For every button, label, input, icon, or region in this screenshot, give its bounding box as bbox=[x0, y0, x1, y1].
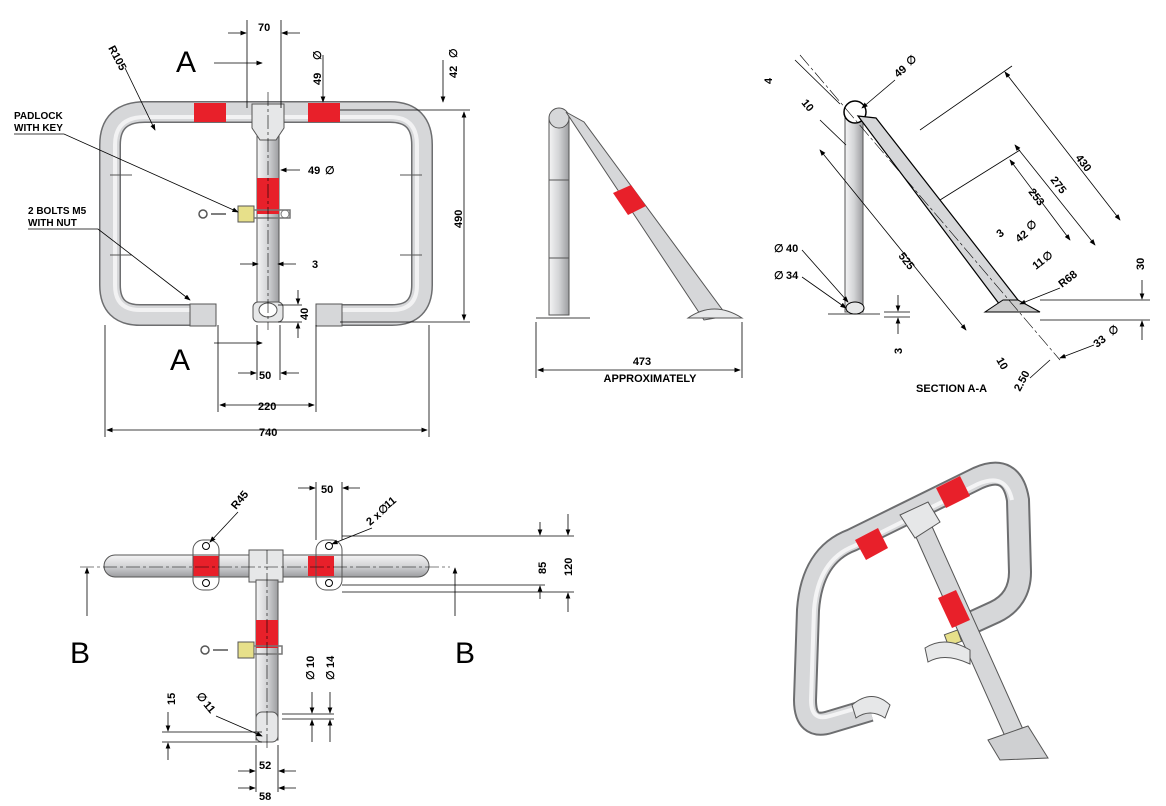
dim-70: 70 bbox=[258, 22, 270, 34]
top-view: B B 50 2 x ∅ 11 R45 85 120 ∅ 10 bbox=[70, 482, 575, 803]
sec-dim-42: 42 bbox=[1013, 228, 1030, 245]
note-padlock-line1: PADLOCK bbox=[14, 111, 63, 122]
top-dim-120: 120 bbox=[563, 558, 575, 576]
sec-dim-2-50: 2.50 bbox=[1012, 369, 1033, 394]
iso-foot-clamp bbox=[851, 696, 891, 719]
dim-approx: APPROXIMATELY bbox=[604, 373, 698, 385]
dim-3: 3 bbox=[312, 259, 318, 271]
mount-clamp bbox=[192, 539, 220, 591]
dia-symbol: ∅ bbox=[312, 50, 324, 60]
iso-frame bbox=[794, 463, 1031, 734]
dia-symbol: ∅ bbox=[1024, 218, 1039, 233]
section-a-a-view: 4 49 ∅ 10 430 275 253 3 42 ∅ 11 ∅ 525 R6… bbox=[763, 53, 1150, 395]
section-a-a-title: SECTION A-A bbox=[916, 383, 987, 395]
red-stripe bbox=[194, 103, 226, 122]
red-stripe bbox=[308, 556, 334, 576]
dia-symbol: ∅ bbox=[325, 165, 335, 177]
note-bolts-line1: 2 BOLTS M5 bbox=[28, 206, 87, 217]
red-stripe bbox=[256, 620, 278, 648]
dim-49-mid: 49 bbox=[308, 165, 320, 177]
note-bolts-line2: WITH NUT bbox=[28, 218, 77, 229]
sec-dim-49: 49 bbox=[892, 63, 909, 80]
dim-50: 50 bbox=[259, 370, 271, 382]
red-stripe bbox=[855, 528, 888, 560]
sec-dim-r68: R68 bbox=[1056, 268, 1079, 290]
base-plate bbox=[686, 308, 744, 319]
section-base-plate bbox=[983, 299, 1041, 313]
sec-dim-33: 33 bbox=[1091, 333, 1108, 350]
top-dim-85: 85 bbox=[537, 562, 549, 574]
side-view: 473 APPROXIMATELY bbox=[535, 107, 744, 385]
sec-dim-34: 34 bbox=[786, 270, 799, 282]
top-hinge bbox=[248, 549, 284, 583]
sec-dim-3-left: 3 bbox=[893, 348, 905, 354]
dia-symbol: ∅ bbox=[305, 670, 317, 680]
dim-r105: R105 bbox=[105, 44, 128, 73]
sec-dim-10-bottom: 10 bbox=[993, 356, 1010, 373]
isometric-view bbox=[792, 461, 1049, 761]
dim-49-top: 49 bbox=[312, 73, 324, 85]
dim-40: 40 bbox=[299, 308, 311, 320]
front-view: A A 70 49 ∅ 42 ∅ 490 49 ∅ 3 40 bbox=[14, 20, 470, 439]
top-dim-14: 14 bbox=[325, 655, 337, 668]
dim-42: 42 bbox=[448, 66, 460, 78]
dim-473: 473 bbox=[633, 356, 651, 368]
red-stripe bbox=[938, 590, 970, 628]
top-dim-15: 15 bbox=[166, 693, 178, 705]
dim-740: 740 bbox=[259, 427, 277, 439]
inclined-tube bbox=[565, 111, 728, 321]
iso-clamp bbox=[924, 641, 971, 665]
iso-base-plate bbox=[987, 725, 1049, 761]
dim-490: 490 bbox=[453, 210, 465, 228]
dia-symbol: ∅ bbox=[1106, 323, 1121, 338]
red-stripe bbox=[936, 476, 970, 508]
dia-symbol: ∅ bbox=[904, 53, 919, 68]
key-icon bbox=[198, 209, 226, 219]
sec-dim-4: 4 bbox=[763, 77, 775, 84]
sec-dim-40: 40 bbox=[786, 243, 798, 255]
top-dim-r45: R45 bbox=[229, 489, 251, 512]
red-stripe bbox=[193, 556, 219, 576]
dia-symbol: ∅ bbox=[774, 270, 784, 282]
sec-dim-3: 3 bbox=[994, 227, 1006, 240]
dia-symbol: ∅ bbox=[448, 48, 460, 58]
red-stripe bbox=[613, 185, 646, 215]
sec-dim-30: 30 bbox=[1135, 258, 1147, 270]
dia-symbol: ∅ bbox=[325, 670, 337, 680]
tube-end-cap bbox=[315, 303, 343, 327]
top-dim-10: 10 bbox=[305, 656, 317, 668]
section-mark-b-right: B bbox=[455, 637, 475, 670]
top-dim-50: 50 bbox=[321, 484, 333, 496]
section-vertical-tube bbox=[844, 111, 864, 313]
top-dim-58: 58 bbox=[259, 791, 271, 803]
sec-dim-430: 430 bbox=[1073, 152, 1094, 174]
red-stripe bbox=[308, 103, 340, 122]
section-mark-a-top: A bbox=[176, 46, 196, 79]
sec-dim-10-top: 10 bbox=[799, 97, 816, 114]
mount-clamp bbox=[315, 539, 343, 591]
sec-dim-275: 275 bbox=[1048, 174, 1069, 196]
section-inclined-tube bbox=[856, 115, 1020, 306]
iso-hinge bbox=[899, 501, 941, 539]
section-mark-b-left: B bbox=[70, 637, 90, 670]
section-mark-a-bottom: A bbox=[170, 344, 190, 377]
note-padlock-line2: WITH KEY bbox=[14, 123, 63, 134]
key-icon bbox=[200, 645, 228, 655]
padlock bbox=[237, 205, 255, 223]
dia-symbol: ∅ bbox=[774, 243, 784, 255]
padlock bbox=[237, 641, 255, 659]
tube-end-cap bbox=[189, 303, 217, 327]
sec-dim-525: 525 bbox=[896, 250, 917, 272]
top-dim-52: 52 bbox=[259, 760, 271, 772]
dim-220: 220 bbox=[258, 401, 276, 413]
vertical-tube bbox=[548, 117, 570, 316]
